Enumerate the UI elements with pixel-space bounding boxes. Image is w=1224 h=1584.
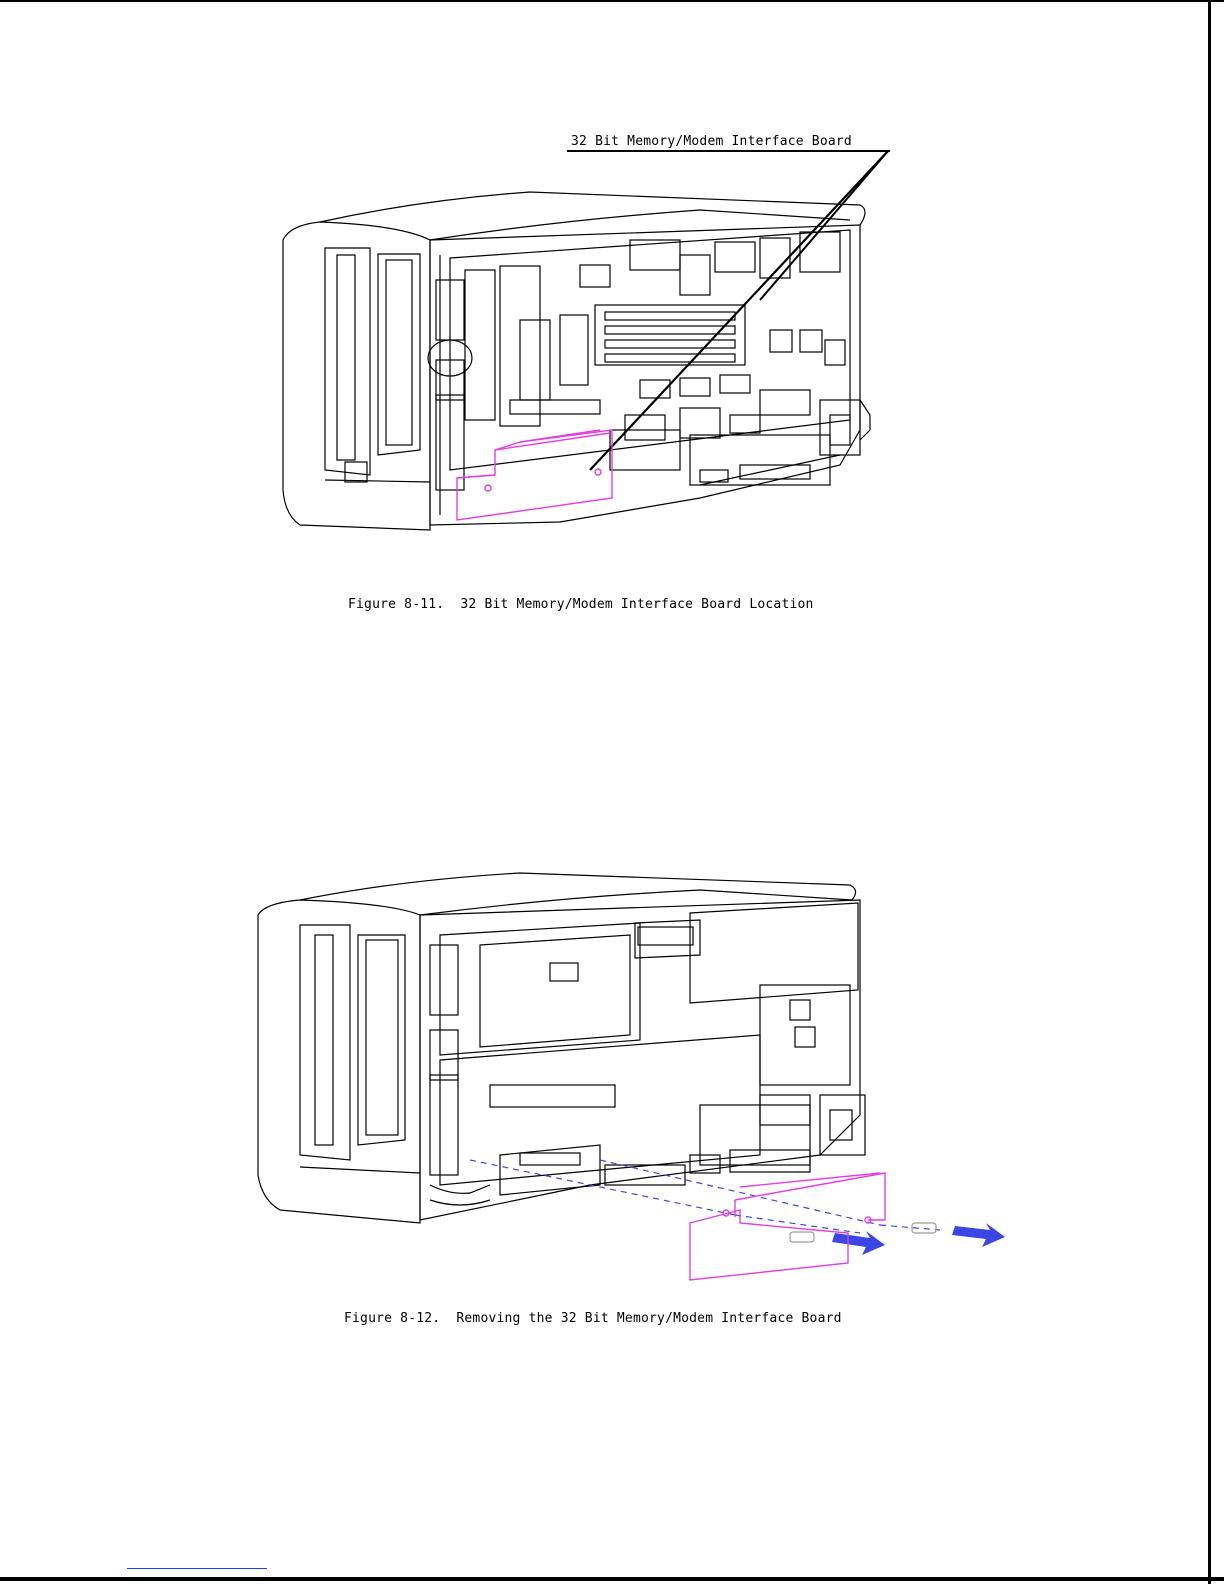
footer-rule: [127, 1568, 267, 1569]
figure-8-12-caption: Figure 8-12. Removing the 32 Bit Memory/…: [344, 1311, 842, 1326]
figure-8-11-caption: Figure 8-11. 32 Bit Memory/Modem Interfa…: [348, 597, 814, 612]
page-border-bottom: [0, 1577, 1224, 1581]
figure-8-12-illustration: [0, 855, 1224, 1295]
page-border-top: [0, 0, 1224, 2]
figure-8-11-callout-label: 32 Bit Memory/Modem Interface Board: [571, 134, 852, 149]
figure-8-11-illustration: [0, 130, 1224, 550]
